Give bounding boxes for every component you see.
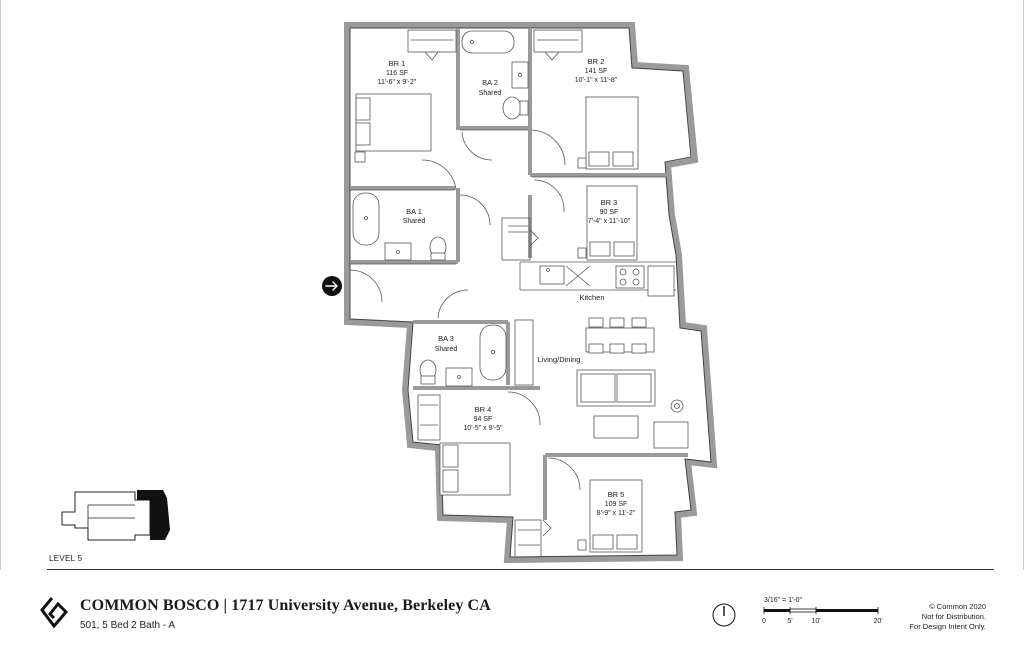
page-title: COMMON BOSCO | 1717 University Avenue, B… xyxy=(80,597,491,614)
ba2-fixtures xyxy=(461,30,529,161)
ba2-note: Shared xyxy=(479,90,502,97)
br3-name: BR 3 xyxy=(601,198,618,207)
br2-furniture xyxy=(531,29,639,170)
scale-bar: 0 5' 10' 20' xyxy=(762,607,883,625)
scale-note: 3/16" = 1'-0" xyxy=(764,597,803,604)
floor-plan: BR 1 116 SF 11'-6" x 9'-2" BA 2 Shared B… xyxy=(61,22,718,564)
scale-tick-10: 10' xyxy=(811,618,820,625)
key-plan-unit-highlight xyxy=(137,490,170,540)
title-divider xyxy=(47,569,994,570)
key-plan xyxy=(61,490,170,541)
br5-area: 109 SF xyxy=(605,501,628,508)
kitchen-label: Kitchen xyxy=(579,293,604,302)
br1-dims: 11'-6" x 9'-2" xyxy=(378,79,417,86)
frame-left-border xyxy=(0,0,1,570)
br3-area: 90 SF xyxy=(600,209,619,216)
unit-subtitle: 501, 5 Bed 2 Bath - A xyxy=(80,620,176,631)
exterior-walls xyxy=(344,22,718,564)
br5-furniture xyxy=(518,457,643,553)
br2-dims: 10'-1" x 11'-8" xyxy=(575,77,618,84)
br1-furniture xyxy=(354,29,457,191)
br4-dims: 10'-5" x 9'-5" xyxy=(463,425,503,432)
ba1-fixtures xyxy=(352,192,491,261)
br1-area: 116 SF xyxy=(386,70,408,77)
level-label: LEVEL 5 xyxy=(49,554,83,563)
br2-area: 141 SF xyxy=(585,68,608,75)
br4-furniture xyxy=(420,391,541,496)
kitchen-fixtures xyxy=(539,265,675,297)
exterior-walls-inner xyxy=(349,27,712,558)
ba1-name: BA 1 xyxy=(406,207,422,216)
br4-area: 94 SF xyxy=(474,416,493,423)
copyright-line-1: © Common 2020 xyxy=(929,602,986,611)
br1-name: BR 1 xyxy=(389,59,406,68)
entry-door xyxy=(349,269,383,303)
br3-furniture xyxy=(508,179,638,261)
br2-name: BR 2 xyxy=(588,57,605,66)
scale-tick-0: 0 xyxy=(762,618,766,625)
scale-tick-20: 20' xyxy=(873,618,882,625)
br3-dims: 7'-4" x 11'-10" xyxy=(588,218,631,225)
ba3-name: BA 3 xyxy=(438,334,454,343)
scale-tick-5: 5' xyxy=(787,618,792,625)
living-dining-label: Living/Dining xyxy=(538,355,581,364)
arrow-right-circle-icon xyxy=(322,276,342,296)
north-arrow-icon xyxy=(712,603,736,627)
interior-walls-detail xyxy=(350,129,676,558)
ba1-note: Shared xyxy=(403,218,426,225)
br4-name: BR 4 xyxy=(475,405,492,414)
room-labels: BR 1 116 SF 11'-6" x 9'-2" BA 2 Shared B… xyxy=(378,57,636,517)
ba3-fixtures xyxy=(419,289,507,387)
br5-name: BR 5 xyxy=(608,490,625,499)
copyright-line-2: Not for Distribution. xyxy=(921,612,986,621)
living-dining-furniture xyxy=(514,317,689,449)
br5-dims: 8'-9" x 11'-2" xyxy=(597,510,636,517)
scale-bar-block: 3/16" = 1'-0" 0 5' 10' 20' xyxy=(760,597,890,627)
ba3-note: Shared xyxy=(435,346,458,353)
title-block: COMMON BOSCO | 1717 University Avenue, B… xyxy=(40,596,491,631)
copyright-notice: © Common 2020 Not for Distribution. For … xyxy=(909,602,986,632)
common-logo-icon xyxy=(40,597,68,628)
ba2-name: BA 2 xyxy=(482,78,498,87)
copyright-line-3: For Design Intent Only. xyxy=(909,622,986,631)
